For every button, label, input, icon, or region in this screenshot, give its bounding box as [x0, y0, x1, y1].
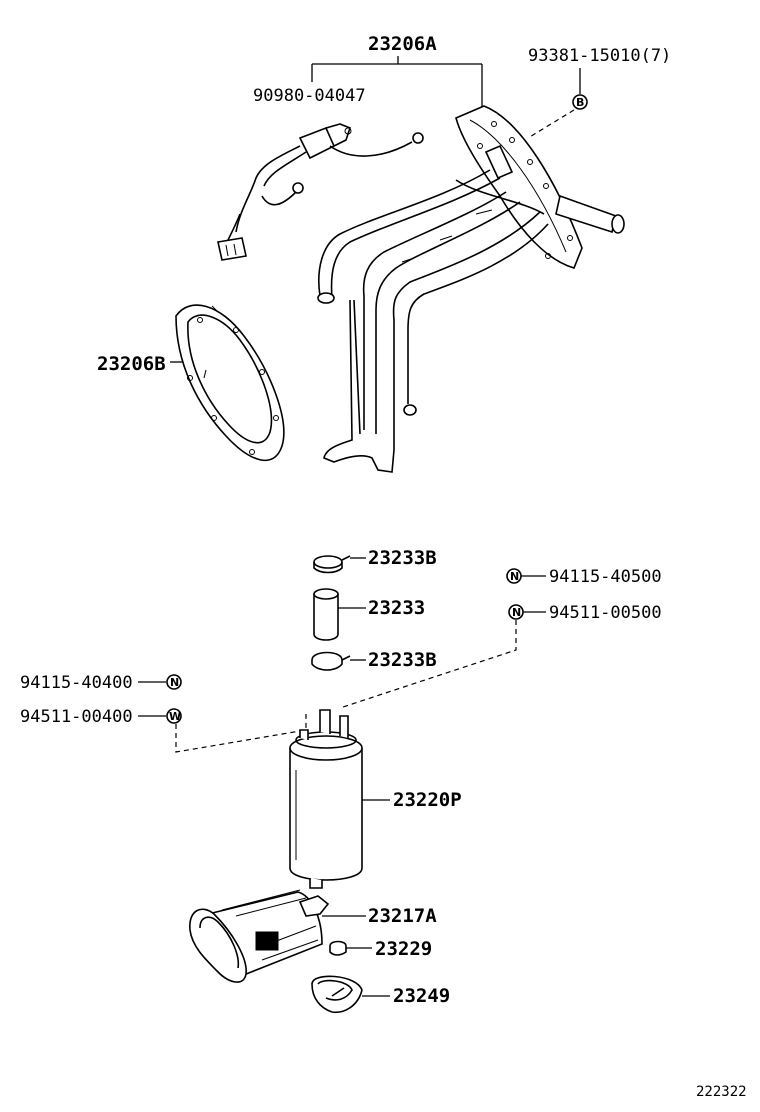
label-23233B-top: 23233B	[368, 547, 437, 569]
label-90980-04047: 90980-04047	[253, 86, 366, 106]
symbol-b-93381-15010: B	[527, 68, 588, 139]
svg-text:B: B	[576, 96, 584, 109]
gasket-drawing	[170, 304, 285, 462]
label-94511-00400: 94511-00400	[20, 707, 133, 727]
symbol-w-94511-00400: W	[138, 708, 307, 753]
label-94115-40400: 94115-40400	[20, 673, 133, 693]
label-94115-40500: 94115-40500	[549, 567, 662, 587]
hose-clamp-top-drawing	[313, 555, 366, 574]
svg-text:W: W	[169, 710, 181, 723]
fuel-filter-drawing	[189, 889, 366, 983]
symbol-n-94511-00500: N	[339, 604, 546, 709]
fuel-sender-bracket-drawing	[317, 105, 625, 473]
label-23206B: 23206B	[97, 353, 166, 375]
fuel-hose-drawing	[313, 588, 366, 641]
label-23229: 23229	[375, 938, 432, 960]
leader-23206A	[311, 56, 483, 108]
label-94511-00500: 94511-00500	[549, 603, 662, 623]
svg-text:N: N	[170, 676, 179, 689]
svg-text:N: N	[510, 570, 519, 583]
wire-harness-drawing	[217, 123, 424, 261]
label-23206A: 23206A	[368, 33, 437, 55]
label-23233: 23233	[368, 597, 425, 619]
clip-23229-drawing	[329, 940, 372, 956]
svg-text:N: N	[512, 606, 521, 619]
label-23217A: 23217A	[368, 905, 437, 927]
symbol-n-94115-40500: N	[506, 568, 546, 584]
fuel-pump-drawing	[289, 709, 390, 889]
label-23233B-bottom: 23233B	[368, 649, 437, 671]
label-23249: 23249	[393, 985, 450, 1007]
label-93381-15010: 93381-15010(7)	[528, 46, 671, 66]
cushion-23249-drawing	[311, 975, 390, 1014]
hose-clamp-bottom-drawing	[311, 651, 366, 671]
footer-code: 222322	[696, 1084, 747, 1100]
symbol-n-94115-40400: N	[138, 674, 182, 690]
label-23220P: 23220P	[393, 789, 462, 811]
